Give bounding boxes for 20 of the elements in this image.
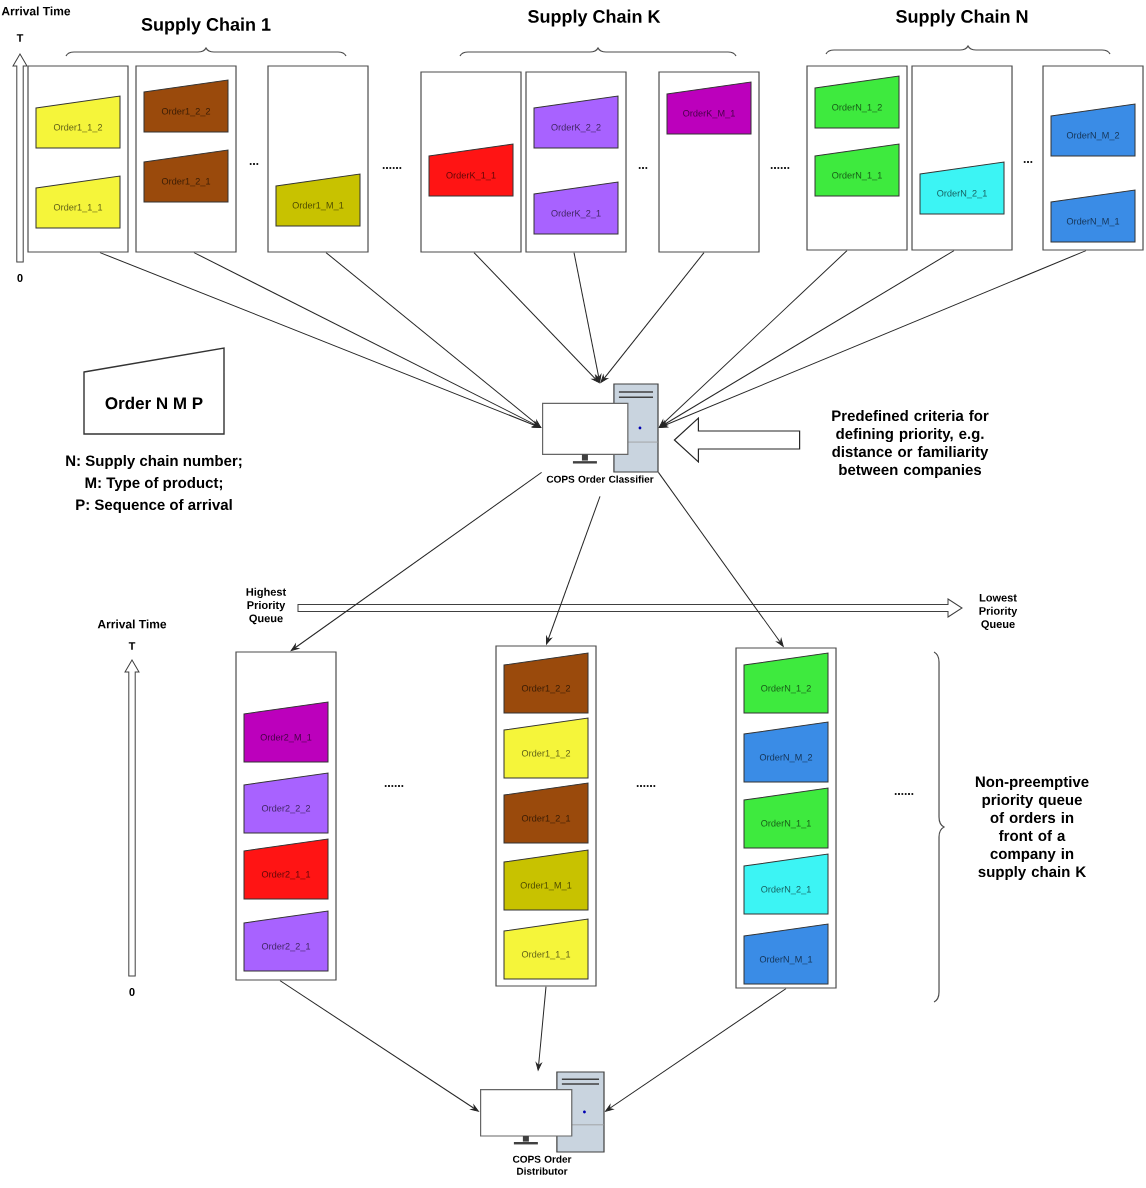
arrow — [290, 471, 543, 652]
arrow — [546, 495, 601, 645]
arrow — [473, 252, 600, 384]
arrow — [279, 980, 479, 1112]
chain-title: Supply Chain N — [896, 9, 1028, 27]
chain-title: Supply Chain K — [528, 9, 661, 27]
arrow — [659, 250, 955, 428]
arrow — [535, 986, 547, 1071]
arrow — [573, 252, 602, 383]
arrow — [659, 250, 1087, 428]
arrow — [325, 252, 541, 428]
arrow — [605, 988, 787, 1112]
arrow — [99, 252, 541, 428]
chain-title: Supply Chain 1 — [141, 17, 271, 35]
arrow — [659, 250, 848, 428]
arrow — [193, 252, 541, 428]
arrow — [657, 471, 784, 647]
block-arrow — [673, 416, 801, 464]
arrow — [600, 252, 705, 383]
order-card: Order N M P — [83, 347, 225, 435]
